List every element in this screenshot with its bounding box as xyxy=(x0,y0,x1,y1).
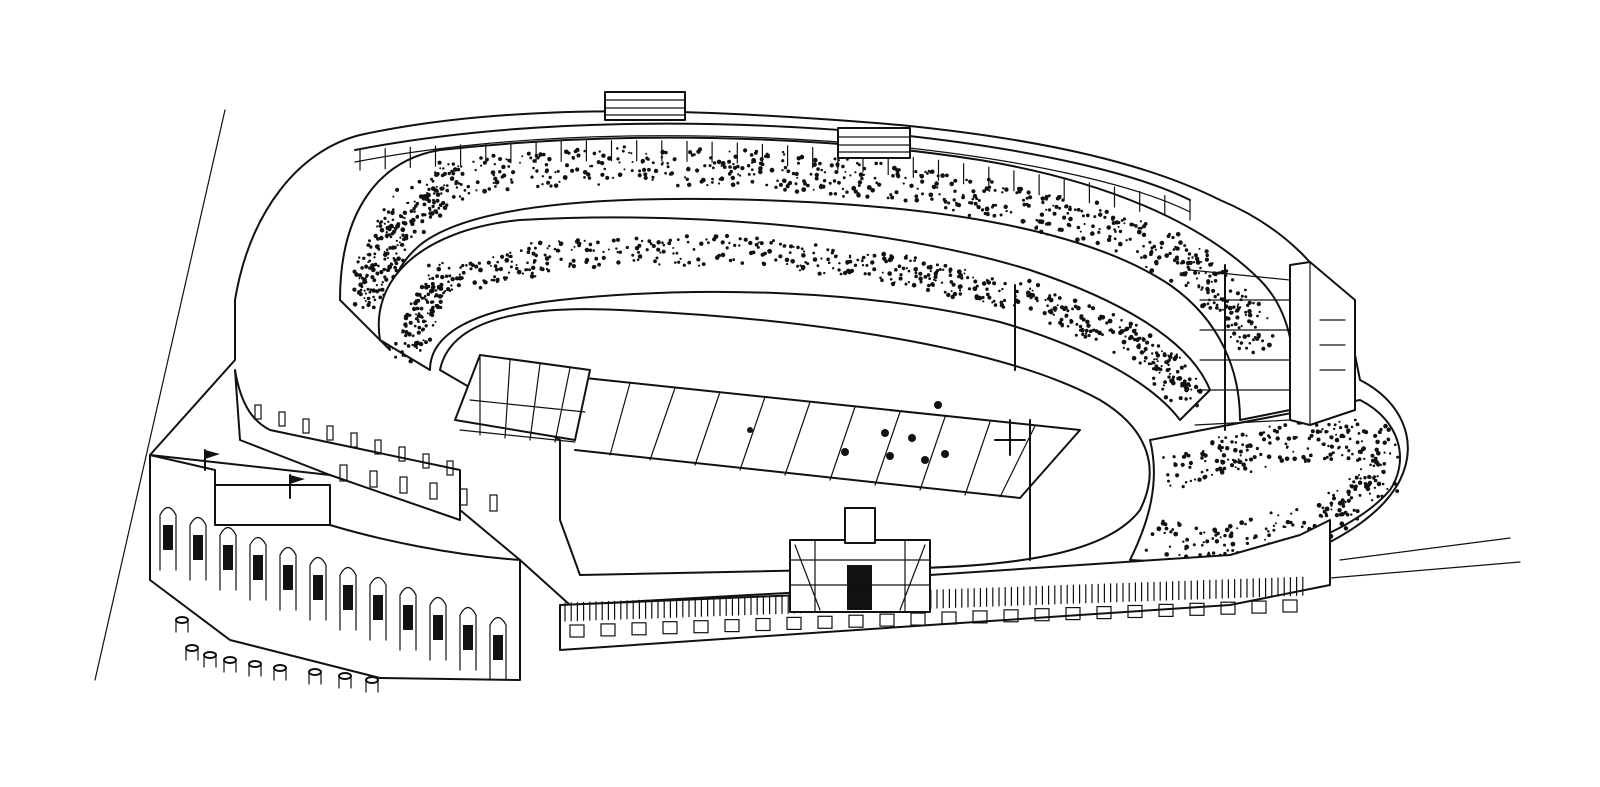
lower-stands-crowd xyxy=(391,233,1203,408)
street-bollards xyxy=(175,616,379,693)
roof-scoreboards xyxy=(604,91,911,159)
side-windows xyxy=(254,404,498,512)
right-corner-tower xyxy=(1189,261,1356,426)
entrance-arches xyxy=(159,506,507,681)
main-entrance-facade xyxy=(149,449,521,681)
bleacher-crowd xyxy=(1144,418,1400,565)
center-scoreboard-frame xyxy=(454,354,591,443)
players xyxy=(747,401,949,464)
left-side-wall xyxy=(234,369,498,521)
street-lines xyxy=(94,109,1521,681)
right-bleachers xyxy=(1129,399,1401,566)
center-structure xyxy=(789,507,931,613)
playing-field xyxy=(439,308,1151,576)
fence-panels xyxy=(569,599,1298,638)
light-towers xyxy=(1014,264,1226,561)
yard-lines xyxy=(609,382,1036,498)
